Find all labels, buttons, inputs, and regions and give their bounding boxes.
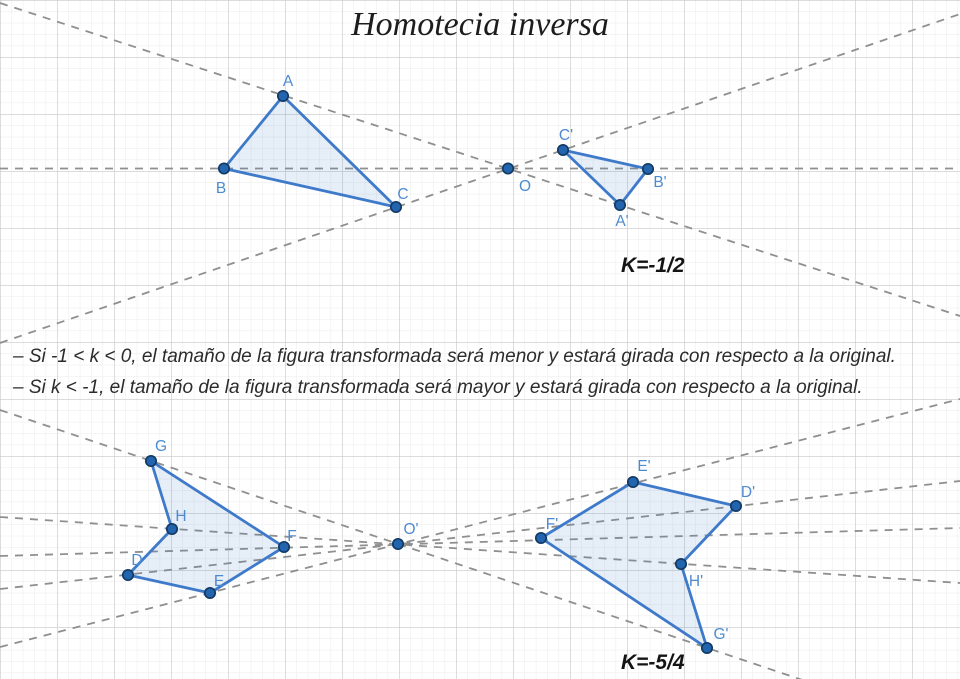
point-G[interactable] [144,454,158,468]
point-label-C: C [397,186,408,203]
dashed-ray-Op-D [0,480,960,590]
k-ratio-label-top: K=-1/2 [621,254,685,277]
dashed-ray-Op-E [0,398,960,648]
dashed-ray-O-C [0,13,960,344]
point-label-E-prime: E' [637,458,650,475]
pentagon-D1E1F1G1H1[interactable] [539,480,738,650]
point-label-D-prime: D' [741,484,755,501]
k-ratio-label-bottom: K=-5/4 [621,651,685,674]
point-A[interactable] [276,89,290,103]
point-label-H: H [175,508,186,525]
note-line-2: – Si k < -1, el tamaño de la figura tran… [13,377,863,398]
point-A-prime[interactable] [613,198,627,212]
point-label-B-prime: B' [653,174,666,191]
point-C-prime[interactable] [556,143,570,157]
dashed-ray-O-A [0,2,960,317]
point-label-O: O [519,178,531,195]
dashed-ray-Op-H [0,516,960,584]
point-label-A: A [283,73,294,90]
point-O[interactable] [501,162,515,175]
polygons-layer [126,94,738,650]
point-label-G: G [155,438,167,455]
triangle-A1B1C1[interactable] [561,148,650,207]
dashed-ray-Op-G [0,409,803,679]
point-label-G-prime: G' [713,626,728,643]
point-label-C-prime: C' [559,127,573,144]
point-label-E: E [214,573,224,590]
point-label-O-prime: O' [403,521,418,538]
point-B[interactable] [217,162,231,175]
note-line-1: – Si -1 < k < 0, el tamaño de la figura … [13,346,896,367]
point-labels-layer: A B C O A' B' C' D E F G H O' D' E' F' G' H' [131,73,755,643]
points-layer [121,89,743,655]
point-label-A-prime: A' [615,213,628,230]
point-label-H-prime: H' [689,573,703,590]
point-E-prime[interactable] [626,475,640,489]
point-label-B: B [216,180,226,197]
triangle-ABC[interactable] [222,94,398,209]
point-F-prime[interactable] [534,531,548,545]
point-B-prime[interactable] [641,162,655,176]
point-label-F: F [287,528,296,545]
pentagon-DEFGH[interactable] [126,459,286,595]
point-label-F-prime: F' [546,516,558,533]
point-H-prime[interactable] [674,557,688,571]
point-G-prime[interactable] [700,641,714,655]
point-H[interactable] [165,522,179,536]
notes-block: – Si -1 < k < 0, el tamaño de la figura … [13,341,896,403]
point-F[interactable] [277,540,291,554]
point-E[interactable] [203,586,217,600]
point-O-prime[interactable] [391,537,405,551]
point-label-D: D [131,552,142,569]
point-D-prime[interactable] [729,499,743,513]
dashed-ray-Op-F [0,527,960,557]
point-C[interactable] [389,200,403,214]
point-D[interactable] [121,568,135,582]
